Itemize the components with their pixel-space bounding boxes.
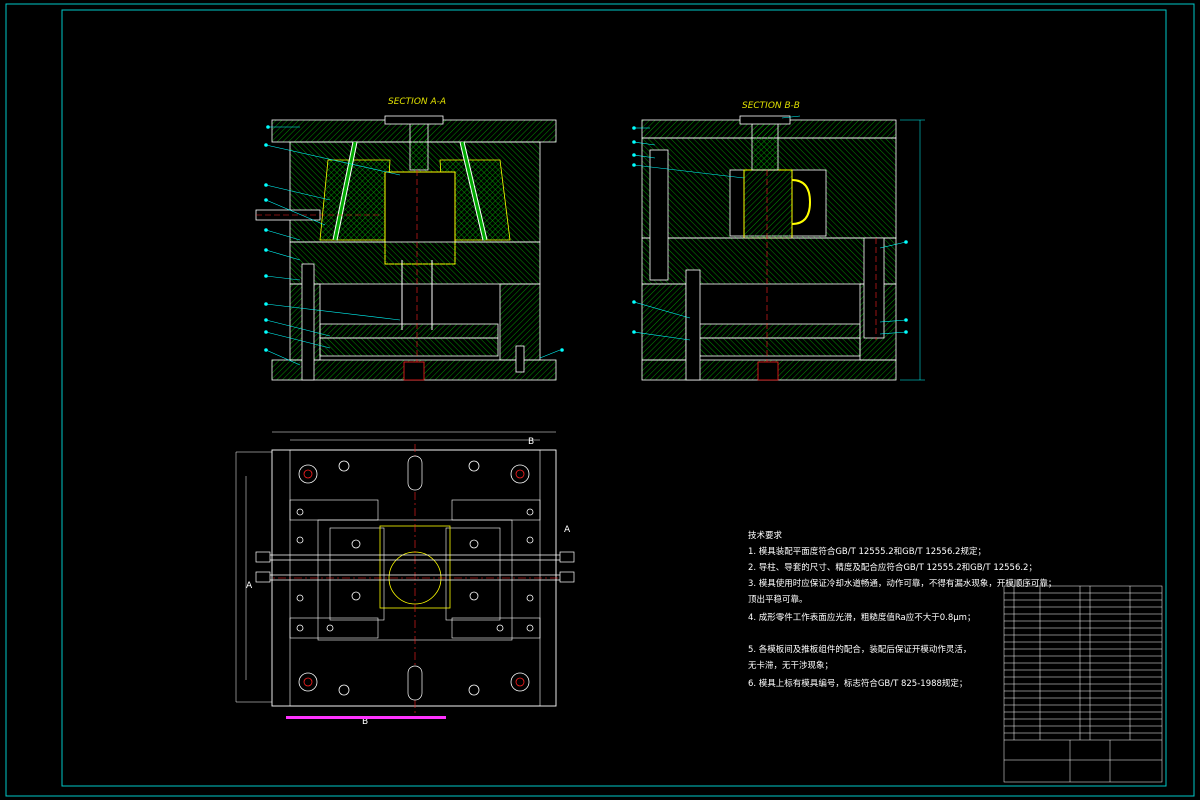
cut-label-a-left: A: [246, 581, 253, 591]
magenta-note-line: [286, 716, 446, 719]
plan-view: B B A A: [235, 431, 575, 727]
outer-frame: [5, 3, 1195, 797]
note-line: 2. 导柱、导套的尺寸、精度及配合应符合GB/T 12555.2和GB/T 12…: [748, 562, 1037, 573]
section-b-view: SECTION B-B: [632, 101, 925, 381]
section-a-view: SECTION A-A: [255, 97, 564, 381]
note-line: 4. 成形零件工作表面应光滑，粗糙度值Ra应不大于0.8μm；: [748, 612, 975, 623]
section-a-title: SECTION A-A: [388, 97, 446, 107]
title-block: [1003, 585, 1163, 783]
note-line: 3. 模具使用时应保证冷却水道畅通，动作可靠，不得有漏水现象，开模顺序可靠；: [748, 578, 1056, 589]
cut-label-b-top: B: [528, 437, 534, 447]
cut-label-b-bottom: B: [362, 717, 368, 727]
note-line: 无卡滞，无干涉现象；: [748, 660, 833, 671]
section-b-title: SECTION B-B: [742, 101, 800, 111]
notes-title: 技术要求: [748, 530, 783, 541]
note-line: 顶出平稳可靠。: [748, 594, 808, 605]
inner-frame: [61, 9, 1167, 787]
note-line: 6. 模具上标有模具编号，标志符合GB/T 825-1988规定；: [748, 678, 967, 689]
note-line: 5. 各模板间及推板组件的配合，装配后保证开模动作灵活，: [748, 644, 971, 655]
note-line: 1. 模具装配平面度符合GB/T 12555.2和GB/T 12556.2规定；: [748, 546, 986, 557]
technical-notes: 技术要求 1. 模具装配平面度符合GB/T 12555.2和GB/T 12556…: [748, 530, 1056, 689]
cut-label-a-right: A: [564, 525, 571, 535]
